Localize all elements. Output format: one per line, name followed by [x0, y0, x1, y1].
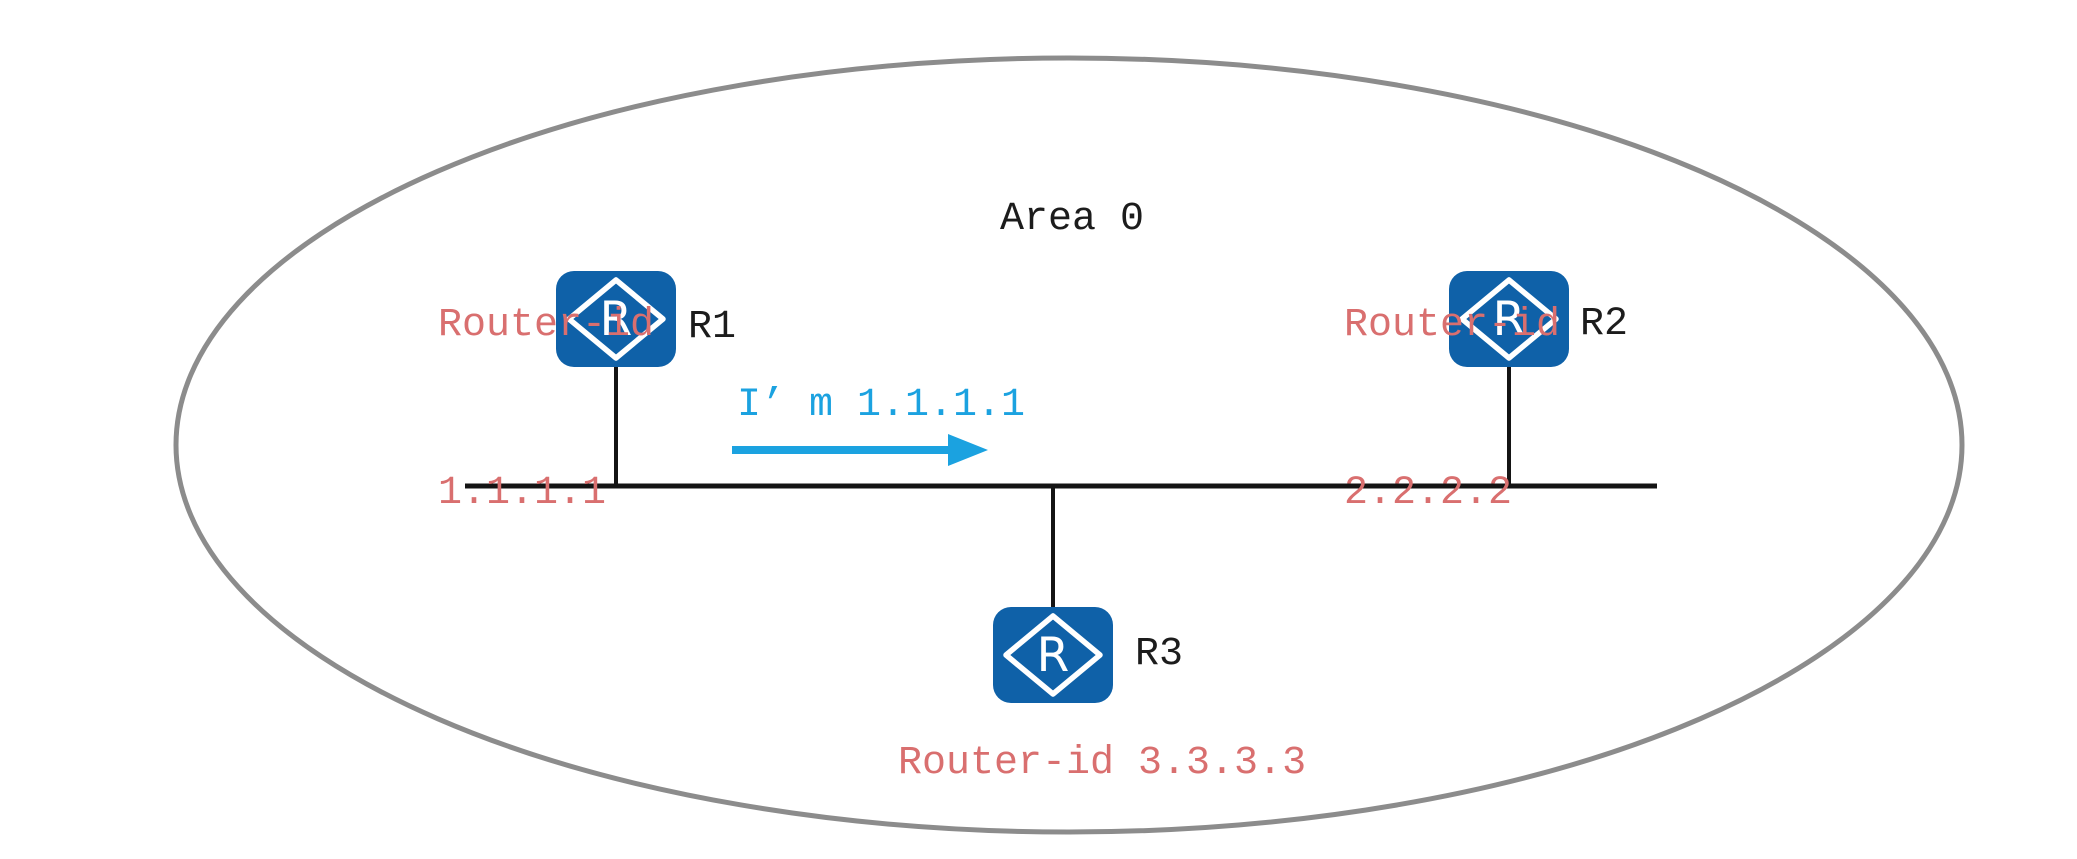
- router-icon-body: [1449, 271, 1569, 367]
- router3-icon: R: [992, 606, 1114, 704]
- router3-name-label: R3: [1135, 632, 1184, 677]
- area0-boundary-ellipse: [173, 55, 1965, 835]
- router-icon-diamond: [566, 277, 666, 361]
- area-title: Area 0: [1000, 197, 1145, 242]
- router-glyph-icon: R: [556, 271, 676, 367]
- router1-id-annotation: Router-id 1.1.1.1: [438, 186, 654, 634]
- router-icon-diamond: [1003, 613, 1103, 697]
- router-glyph-icon: R: [993, 607, 1113, 703]
- router2-id-value: 2.2.2.2: [1344, 471, 1513, 516]
- hello-arrow: [732, 434, 988, 466]
- router1-name-label: R1: [688, 305, 737, 350]
- router-icon-body: [556, 271, 676, 367]
- router-icon-body: [993, 607, 1113, 703]
- router-icon-diamond: [1459, 277, 1559, 361]
- router2-id-caption: Router-id: [1344, 303, 1561, 348]
- router1-id-caption: Router-id: [438, 303, 655, 348]
- router2-id-annotation: Router-id 2.2.2.2: [1344, 186, 1560, 634]
- router3-id-annotation: Router-id 3.3.3.3: [898, 741, 1307, 786]
- hello-arrow-head-icon: [948, 434, 988, 466]
- router-glyph-icon: R: [1449, 271, 1569, 367]
- router-icon-letter: R: [1037, 628, 1070, 683]
- router1-id-value: 1.1.1.1: [438, 471, 607, 516]
- router1-icon: R: [555, 270, 677, 368]
- router-icon-letter: R: [600, 292, 633, 347]
- hello-message-text: I’ m 1.1.1.1: [737, 383, 1026, 428]
- router2-name-label: R2: [1580, 302, 1629, 347]
- router-icon-letter: R: [1493, 292, 1526, 347]
- router2-icon: R: [1448, 270, 1570, 368]
